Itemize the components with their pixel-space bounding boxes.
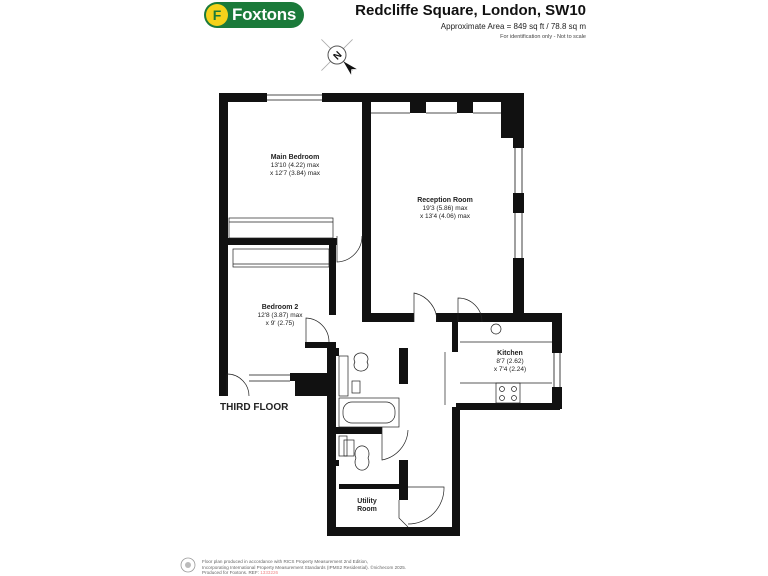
footer-text: Floor plan produced in accordance with R… [202,559,482,576]
kitchen-fixtures [460,323,552,404]
footer-line-1: Floor plan produced in accordance with R… [202,559,368,564]
bedroom-2-dim1: 12'8 (3.87) max [257,312,303,319]
logo-text: Foxtons [232,5,297,24]
rics-logo-icon [180,557,196,573]
bedroom-2-label: Bedroom 2 12'8 (3.87) max x 9' (2.75) [230,304,330,328]
main-bedroom-name: Main Bedroom [270,154,320,161]
floor-label: THIRD FLOOR [220,402,289,413]
reception-room-label: Reception Room 19'3 (5.86) max x 13'4 (4… [395,197,495,221]
walls [219,93,562,536]
kitchen-label: Kitchen 8'7 (2.62) x 7'4 (2.24) [470,350,550,374]
utility-room-label: Utility Room [342,498,392,514]
reception-room-dim1: 19'3 (5.86) max [422,205,468,212]
property-title: Redcliffe Square, London, SW10 [355,2,586,19]
footer-produced: Produced for Foxtons. REF: [202,570,261,575]
utility-room-name-2: Room [357,506,377,513]
kitchen-dim2: x 7'4 (2.24) [493,366,527,373]
main-bedroom-label: Main Bedroom 13'10 (4.22) max x 12'7 (3.… [245,154,345,178]
doors [226,235,483,528]
reception-room-name: Reception Room [417,197,473,204]
foxtons-logo: F [204,2,304,28]
main-bedroom-dim1: 13'10 (4.22) max [270,162,320,169]
bathroom-fixtures [338,352,400,471]
kitchen-dim1: 8'7 (2.62) [496,358,524,365]
kitchen-name: Kitchen [497,350,523,357]
footer-line-2: Incorporating International Property Mea… [202,564,407,570]
north-arrow-icon: N [321,39,357,75]
utility-room-name-1: Utility [357,498,377,505]
bedroom-2-name: Bedroom 2 [261,304,299,311]
footer-line-3: Produced for Foxtons. REF: 1333226 [202,570,482,576]
footer-ref: 1333226 [260,570,279,575]
area-text: Approximate Area = 849 sq ft / 78.8 sq m [440,22,586,31]
bedroom-2-dim2: x 9' (2.75) [265,320,295,327]
reception-room-dim2: x 13'4 (4.06) max [419,213,470,220]
main-bedroom-dim2: x 12'7 (3.84) max [269,170,320,177]
wardrobes [228,217,334,268]
identification-note: For identification only - Not to scale [500,34,586,40]
logo-letter: F [213,7,222,23]
windows [249,94,561,387]
